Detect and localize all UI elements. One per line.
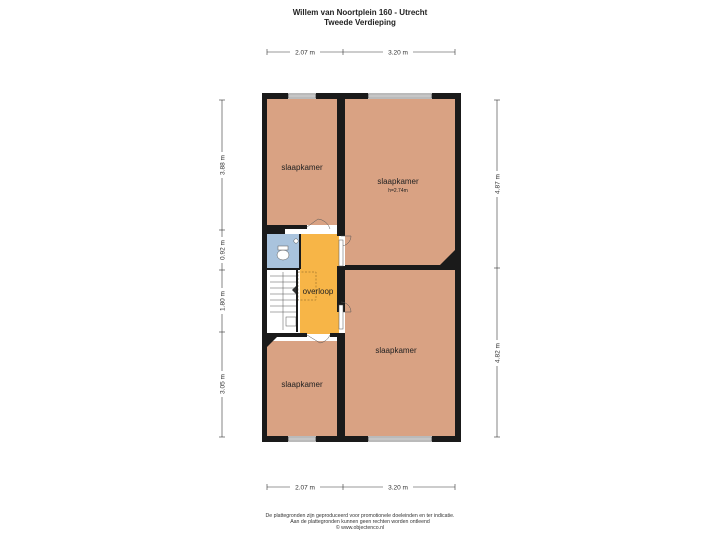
- label-landing: overloop: [303, 287, 334, 296]
- dim-left-2: 0.92 m: [220, 240, 227, 260]
- label-bedroom-bottom-left: slaapkamer: [281, 380, 323, 389]
- toilet-fixture: [276, 238, 299, 261]
- dim-left-4: 3.05 m: [220, 374, 227, 394]
- windows: [287, 93, 433, 442]
- room-bedroom-top-left: [267, 99, 337, 225]
- label-bedroom-top-right: slaapkamer: [377, 177, 419, 186]
- disclaimer-line-2: Aan de plattegronden kunnen geen rechten…: [290, 519, 430, 525]
- dim-right-2: 4.82 m: [495, 343, 502, 363]
- doors: [306, 218, 352, 344]
- dim-top-right: 3.20 m: [388, 50, 408, 57]
- copyright-line: © www.objectenco.nl: [335, 525, 385, 531]
- dim-bottom-left: 2.07 m: [295, 485, 315, 492]
- label-bedroom-top-left: slaapkamer: [281, 163, 323, 172]
- dimension-bottom: 2.07 m 3.20 m: [266, 483, 456, 492]
- dimension-right: 4.87 m 4.82 m: [493, 99, 502, 438]
- dim-bottom-right: 3.20 m: [388, 485, 408, 492]
- room-bedroom-bottom-left: [267, 341, 337, 436]
- dim-left-3: 1.80 m: [220, 291, 227, 311]
- label-ceiling-height: h=2.74m: [388, 188, 408, 194]
- dim-left-1: 3.88 m: [220, 155, 227, 175]
- label-bedroom-bottom-right: slaapkamer: [375, 346, 417, 355]
- landing-sink: [285, 316, 297, 327]
- room-bedroom-bottom-right: [345, 270, 455, 436]
- room-bedroom-top-right: [345, 99, 455, 265]
- disclaimer-line-1: De plattegronden zijn geproduceerd voor …: [265, 513, 455, 519]
- dim-top-left: 2.07 m: [295, 50, 315, 57]
- dimension-top: 2.07 m 3.20 m: [266, 48, 456, 57]
- walls: [262, 93, 461, 442]
- floor-name: Tweede Verdieping: [324, 18, 396, 27]
- room-landing: [300, 234, 339, 334]
- plan-title: Willem van Noortplein 160 - Utrecht: [292, 8, 428, 17]
- dimension-left: 3.88 m 0.92 m 1.80 m 3.05 m: [218, 99, 227, 438]
- dim-right-1: 4.87 m: [495, 174, 502, 194]
